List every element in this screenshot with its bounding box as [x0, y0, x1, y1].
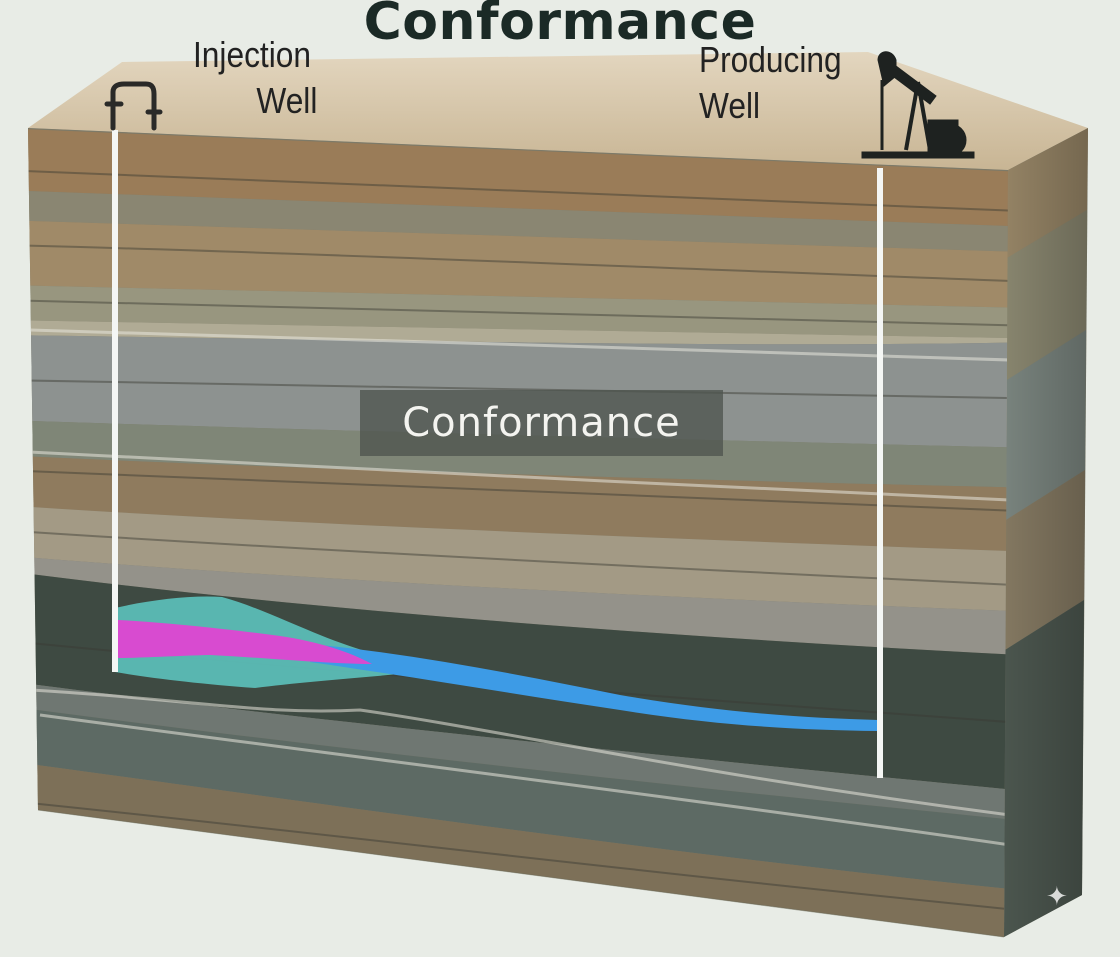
- flow-channel: [310, 645, 878, 731]
- producing-well-label-line1: Producing: [699, 39, 842, 80]
- ground-surface: [28, 52, 1088, 170]
- producing-well-label-line2: Well: [699, 85, 761, 126]
- injected-fluid-zone: [118, 620, 372, 664]
- producing-well-label: Producing Well: [699, 37, 842, 129]
- side-face: [1004, 128, 1088, 937]
- injection-well-label-line2: Well: [256, 80, 318, 121]
- conformance-label: Conformance: [360, 390, 723, 456]
- injection-well-label-line1: Injection: [193, 34, 312, 75]
- diagram-title: Conformance: [363, 0, 757, 52]
- injection-plume: [115, 596, 878, 731]
- injection-well-label: Injection Well: [193, 32, 317, 124]
- injection-wellhead-icon: [104, 81, 163, 131]
- sparkle-icon: ✦: [1046, 882, 1068, 912]
- pump-jack-icon: [861, 51, 975, 159]
- rock-strata: [28, 128, 1008, 937]
